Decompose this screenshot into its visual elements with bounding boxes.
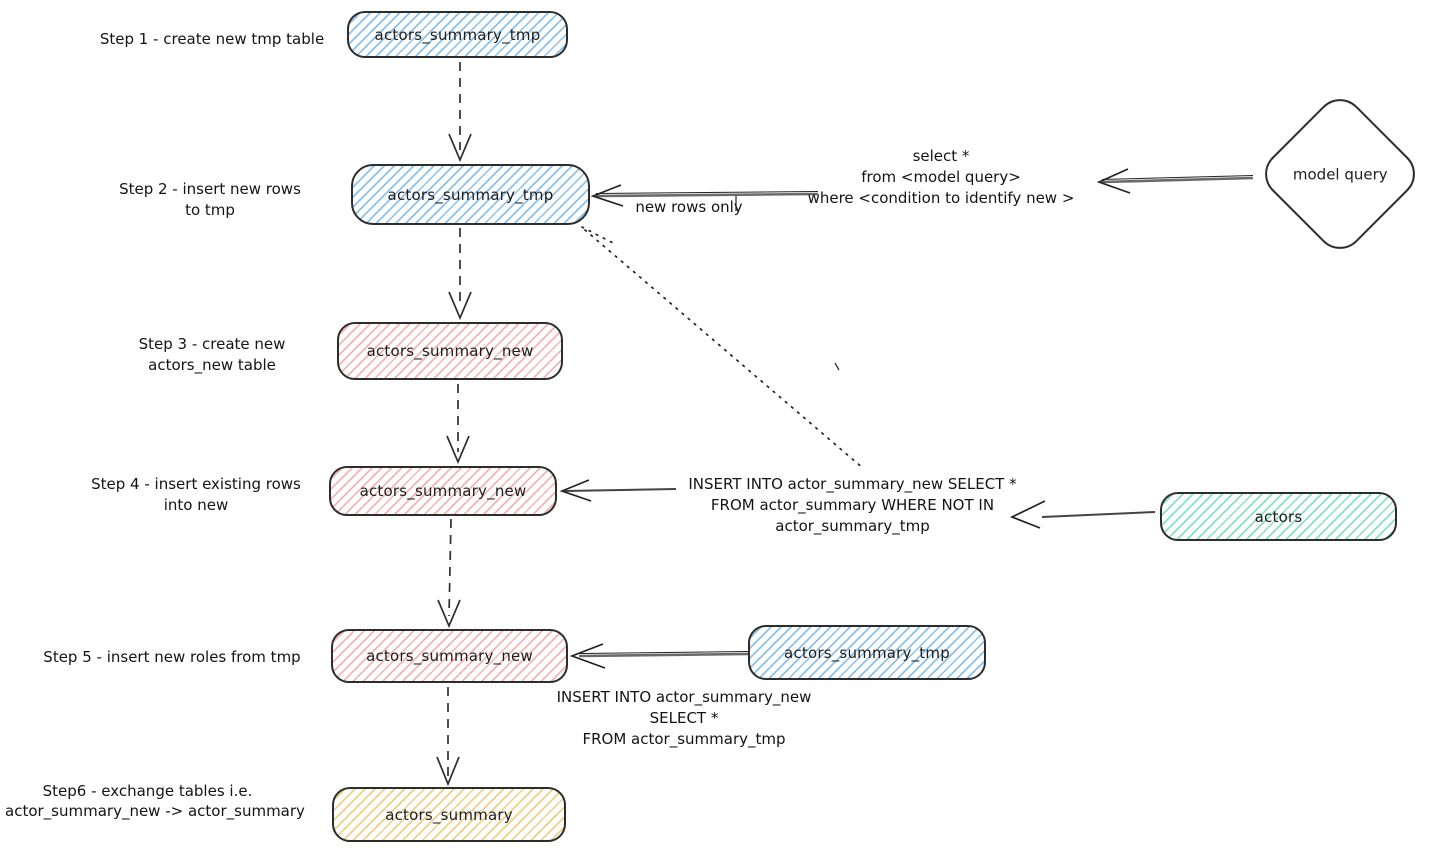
step5-label: Step 5 - insert new roles from tmp — [28, 647, 316, 668]
step5-label-line1: Step 5 - insert new roles from tmp — [43, 648, 301, 666]
step2-table-node: actors_summary_tmp — [351, 164, 590, 225]
tmp-source-table-node: actors_summary_tmp — [748, 625, 986, 680]
arrow-tmp-to-step5-line2 — [578, 651, 749, 654]
step2-label-line2: to tmp — [185, 201, 235, 219]
arrow-diamond-to-query-line2 — [1101, 175, 1254, 180]
step1-table-node: actors_summary_tmp — [347, 11, 568, 58]
arrow-query-to-step2-line2 — [595, 191, 819, 194]
step4-table-name: actors_summary_new — [359, 482, 527, 500]
step3-table-node: actors_summary_new — [337, 322, 563, 380]
actors-table-node: actors — [1160, 492, 1397, 541]
step2-table-name: actors_summary_tmp — [387, 185, 554, 204]
insert-not-in-line3: actor_summary_tmp — [775, 517, 930, 535]
dotted-link-step2-to-sql-stray — [581, 226, 614, 244]
arrow-actors-to-sql-line — [1041, 511, 1156, 518]
step6-label-line1: Step6 - exchange tables i.e. — [42, 782, 253, 800]
new-rows-only-annotation: new rows only — [635, 197, 743, 218]
arrowhead-query-to-step2 — [590, 184, 624, 207]
new-rows-only-text: new rows only — [635, 198, 743, 216]
arrowhead-step3-to-step4 — [446, 435, 470, 465]
step4-table-node: actors_summary_new — [329, 466, 557, 516]
arrowhead-step5-to-step6 — [436, 756, 460, 787]
step1-table-name: actors_summary_tmp — [374, 25, 541, 44]
arrow-sql-to-step4-line — [564, 488, 677, 492]
step6-table-name: actors_summary — [385, 805, 513, 824]
select-query-line3: where <condition to identify new > — [807, 189, 1075, 207]
step1-label: Step 1 - create new tmp table — [88, 29, 336, 50]
insert-not-in-line1: INSERT INTO actor_summary_new SELECT * — [688, 475, 1017, 493]
stray-mark — [834, 362, 840, 371]
dashed-arrow-step4-to-step5 — [448, 518, 452, 617]
step4-label: Step 4 - insert existing rows into new — [80, 474, 312, 516]
arrowhead-diamond-to-query — [1096, 168, 1131, 194]
step3-label-line1: Step 3 - create new — [138, 335, 286, 353]
actors-table-name: actors — [1254, 507, 1303, 526]
dotted-link-step2-to-sql — [584, 229, 865, 470]
select-query-annotation: select * from <model query> where <condi… — [790, 146, 1092, 209]
step4-label-line1: Step 4 - insert existing rows — [91, 475, 301, 493]
arrow-diamond-to-query-line — [1101, 176, 1254, 184]
step2-label-line1: Step 2 - insert new rows — [119, 180, 301, 198]
step4-label-line2: into new — [163, 496, 229, 514]
arrow-tmp-to-step5-line — [578, 652, 749, 658]
step3-label: Step 3 - create new actors_new table — [128, 334, 296, 376]
insert-from-tmp-annotation: INSERT INTO actor_summary_new SELECT * F… — [540, 687, 828, 750]
step3-label-line2: actors_new table — [148, 356, 276, 374]
arrowhead-step2-to-step3 — [448, 291, 472, 321]
arrow-query-to-step2-line — [595, 192, 819, 198]
step3-table-name: actors_summary_new — [366, 342, 534, 360]
step5-table-node: actors_summary_new — [331, 629, 568, 683]
arrowhead-step1-to-step2 — [448, 133, 472, 163]
insert-from-tmp-line3: FROM actor_summary_tmp — [582, 730, 786, 748]
step5-table-name: actors_summary_new — [366, 647, 533, 665]
insert-not-in-line2: FROM actor_summary WHERE NOT IN — [710, 496, 995, 514]
select-query-line2: from <model query> — [861, 168, 1021, 186]
model-query-label: model query — [1292, 165, 1388, 183]
insert-not-in-annotation: INSERT INTO actor_summary_new SELECT * F… — [660, 474, 1045, 537]
arrowhead-tmp-to-step5 — [569, 643, 606, 669]
arrowhead-sql-to-step4 — [559, 479, 592, 502]
step1-label-line1: Step 1 - create new tmp table — [99, 30, 325, 48]
insert-from-tmp-line1: INSERT INTO actor_summary_new — [556, 688, 812, 706]
arrowhead-actors-to-sql — [1009, 500, 1046, 529]
step6-label: Step6 - exchange tables i.e. actor_summa… — [5, 781, 305, 821]
arrowhead-step4-to-step5 — [437, 599, 461, 629]
tmp-source-table-name: actors_summary_tmp — [784, 643, 950, 662]
step6-table-node: actors_summary — [332, 787, 566, 842]
step6-label-line2: actor_summary_new -> actor_summary — [5, 802, 305, 820]
select-query-line1: select * — [912, 147, 970, 165]
step2-label: Step 2 - insert new rows to tmp — [112, 179, 308, 221]
insert-from-tmp-line2: SELECT * — [649, 709, 719, 727]
